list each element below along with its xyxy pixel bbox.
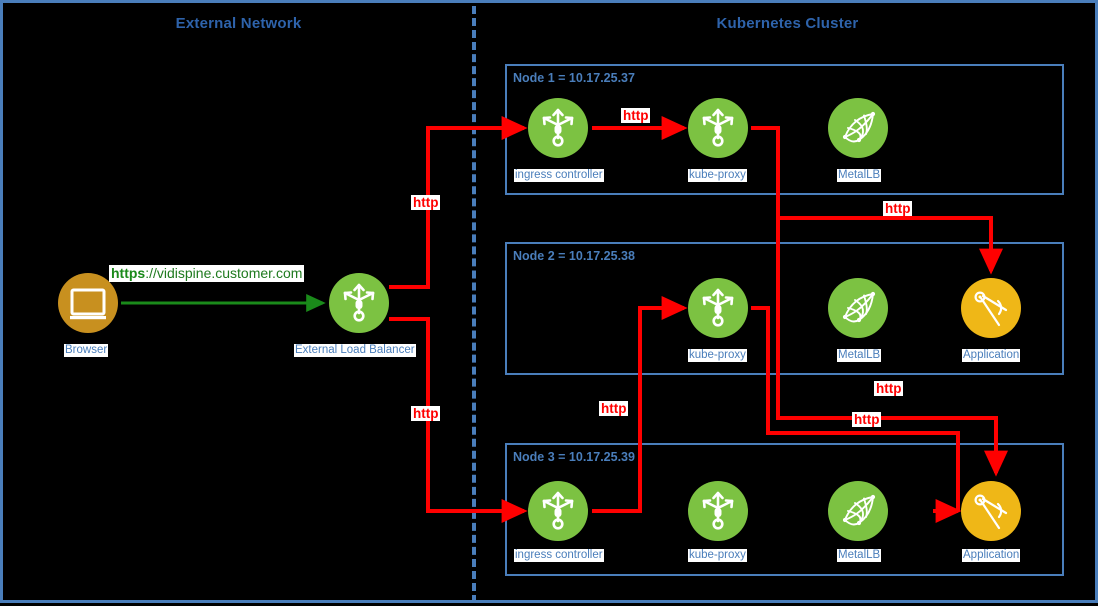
application3-disc: [961, 481, 1021, 541]
node1-metallb-node[interactable]: [828, 98, 888, 158]
node3-application-label: Application: [962, 549, 1021, 562]
kubernetes-service-icon: [542, 108, 574, 147]
node2-metallb-label: MetalLB: [837, 349, 882, 362]
node2-kube-proxy-node[interactable]: [688, 278, 748, 338]
wire-lb-to-ingress1: [389, 116, 528, 289]
node3-metallb-node[interactable]: [828, 481, 888, 541]
browser-label: Browser: [64, 344, 109, 357]
node-3-title: Node 3 = 10.17.25.39: [513, 450, 635, 464]
https-url-label: https://vidispine.customer.com: [109, 265, 305, 282]
kubernetes-service-icon: [343, 283, 375, 322]
node3-kube-proxy-label: kube-proxy: [688, 549, 747, 562]
node3-application-node[interactable]: [961, 481, 1021, 541]
edge-label-lb-to-node3: http: [411, 406, 441, 421]
browser-node[interactable]: [58, 273, 118, 333]
metallb-mesh-icon: [842, 291, 876, 323]
node1-kube-proxy-label: kube-proxy: [688, 169, 747, 182]
application-compass-icon: [974, 494, 1008, 530]
node2-application-node[interactable]: [961, 278, 1021, 338]
node1-ingress-controller-node[interactable]: [528, 98, 588, 158]
node1-metallb-label: MetalLB: [837, 169, 882, 182]
edge-label-proxy1-to-app3: http: [874, 381, 904, 396]
node-2-title: Node 2 = 10.17.25.38: [513, 249, 635, 263]
node2-application-label: Application: [962, 349, 1021, 362]
metallb-mesh-icon: [842, 494, 876, 526]
node3-ingress-controller-node[interactable]: [528, 481, 588, 541]
metallb1-disc: [828, 98, 888, 158]
application2-disc: [961, 278, 1021, 338]
node1-ingress-controller-label: ingress controller: [514, 169, 604, 182]
node-1-title: Node 1 = 10.17.25.37: [513, 71, 635, 85]
metallb3-disc: [828, 481, 888, 541]
zone-divider: [472, 6, 476, 603]
external-network-title: External Network: [175, 15, 302, 32]
url-rest: ://vidispine.customer.com: [145, 265, 303, 281]
application-compass-icon: [974, 291, 1008, 327]
kubernetes-service-icon: [542, 491, 574, 530]
node3-ingress-controller-label: ingress controller: [514, 549, 604, 562]
kubernetes-service-icon: [702, 288, 734, 327]
kubernetes-service-icon: [702, 491, 734, 530]
edge-label-ingress1-to-proxy1: http: [621, 108, 651, 123]
metallb2-disc: [828, 278, 888, 338]
edge-label-proxy2-to-app3: http: [852, 412, 882, 427]
metallb-mesh-icon: [842, 111, 876, 143]
node2-kube-proxy-label: kube-proxy: [688, 349, 747, 362]
node1-kube-proxy-node[interactable]: [688, 98, 748, 158]
edge-label-lb-to-node1: http: [411, 195, 441, 210]
edge-label-proxy1-to-app2: http: [883, 201, 913, 216]
external-load-balancer-node[interactable]: [329, 273, 389, 333]
external-load-balancer-label: External Load Balancer: [294, 344, 416, 357]
kubernetes-cluster-title: Kubernetes Cluster: [716, 15, 859, 32]
node3-metallb-label: MetalLB: [837, 549, 882, 562]
node3-kube-proxy-node[interactable]: [688, 481, 748, 541]
kubernetes-service-icon: [702, 108, 734, 147]
browser-disc: [58, 273, 118, 333]
edge-label-ingress3-to-proxy2: http: [599, 401, 629, 416]
browser-monitor-icon: [70, 288, 106, 320]
node2-metallb-node[interactable]: [828, 278, 888, 338]
url-scheme: https: [111, 265, 146, 281]
